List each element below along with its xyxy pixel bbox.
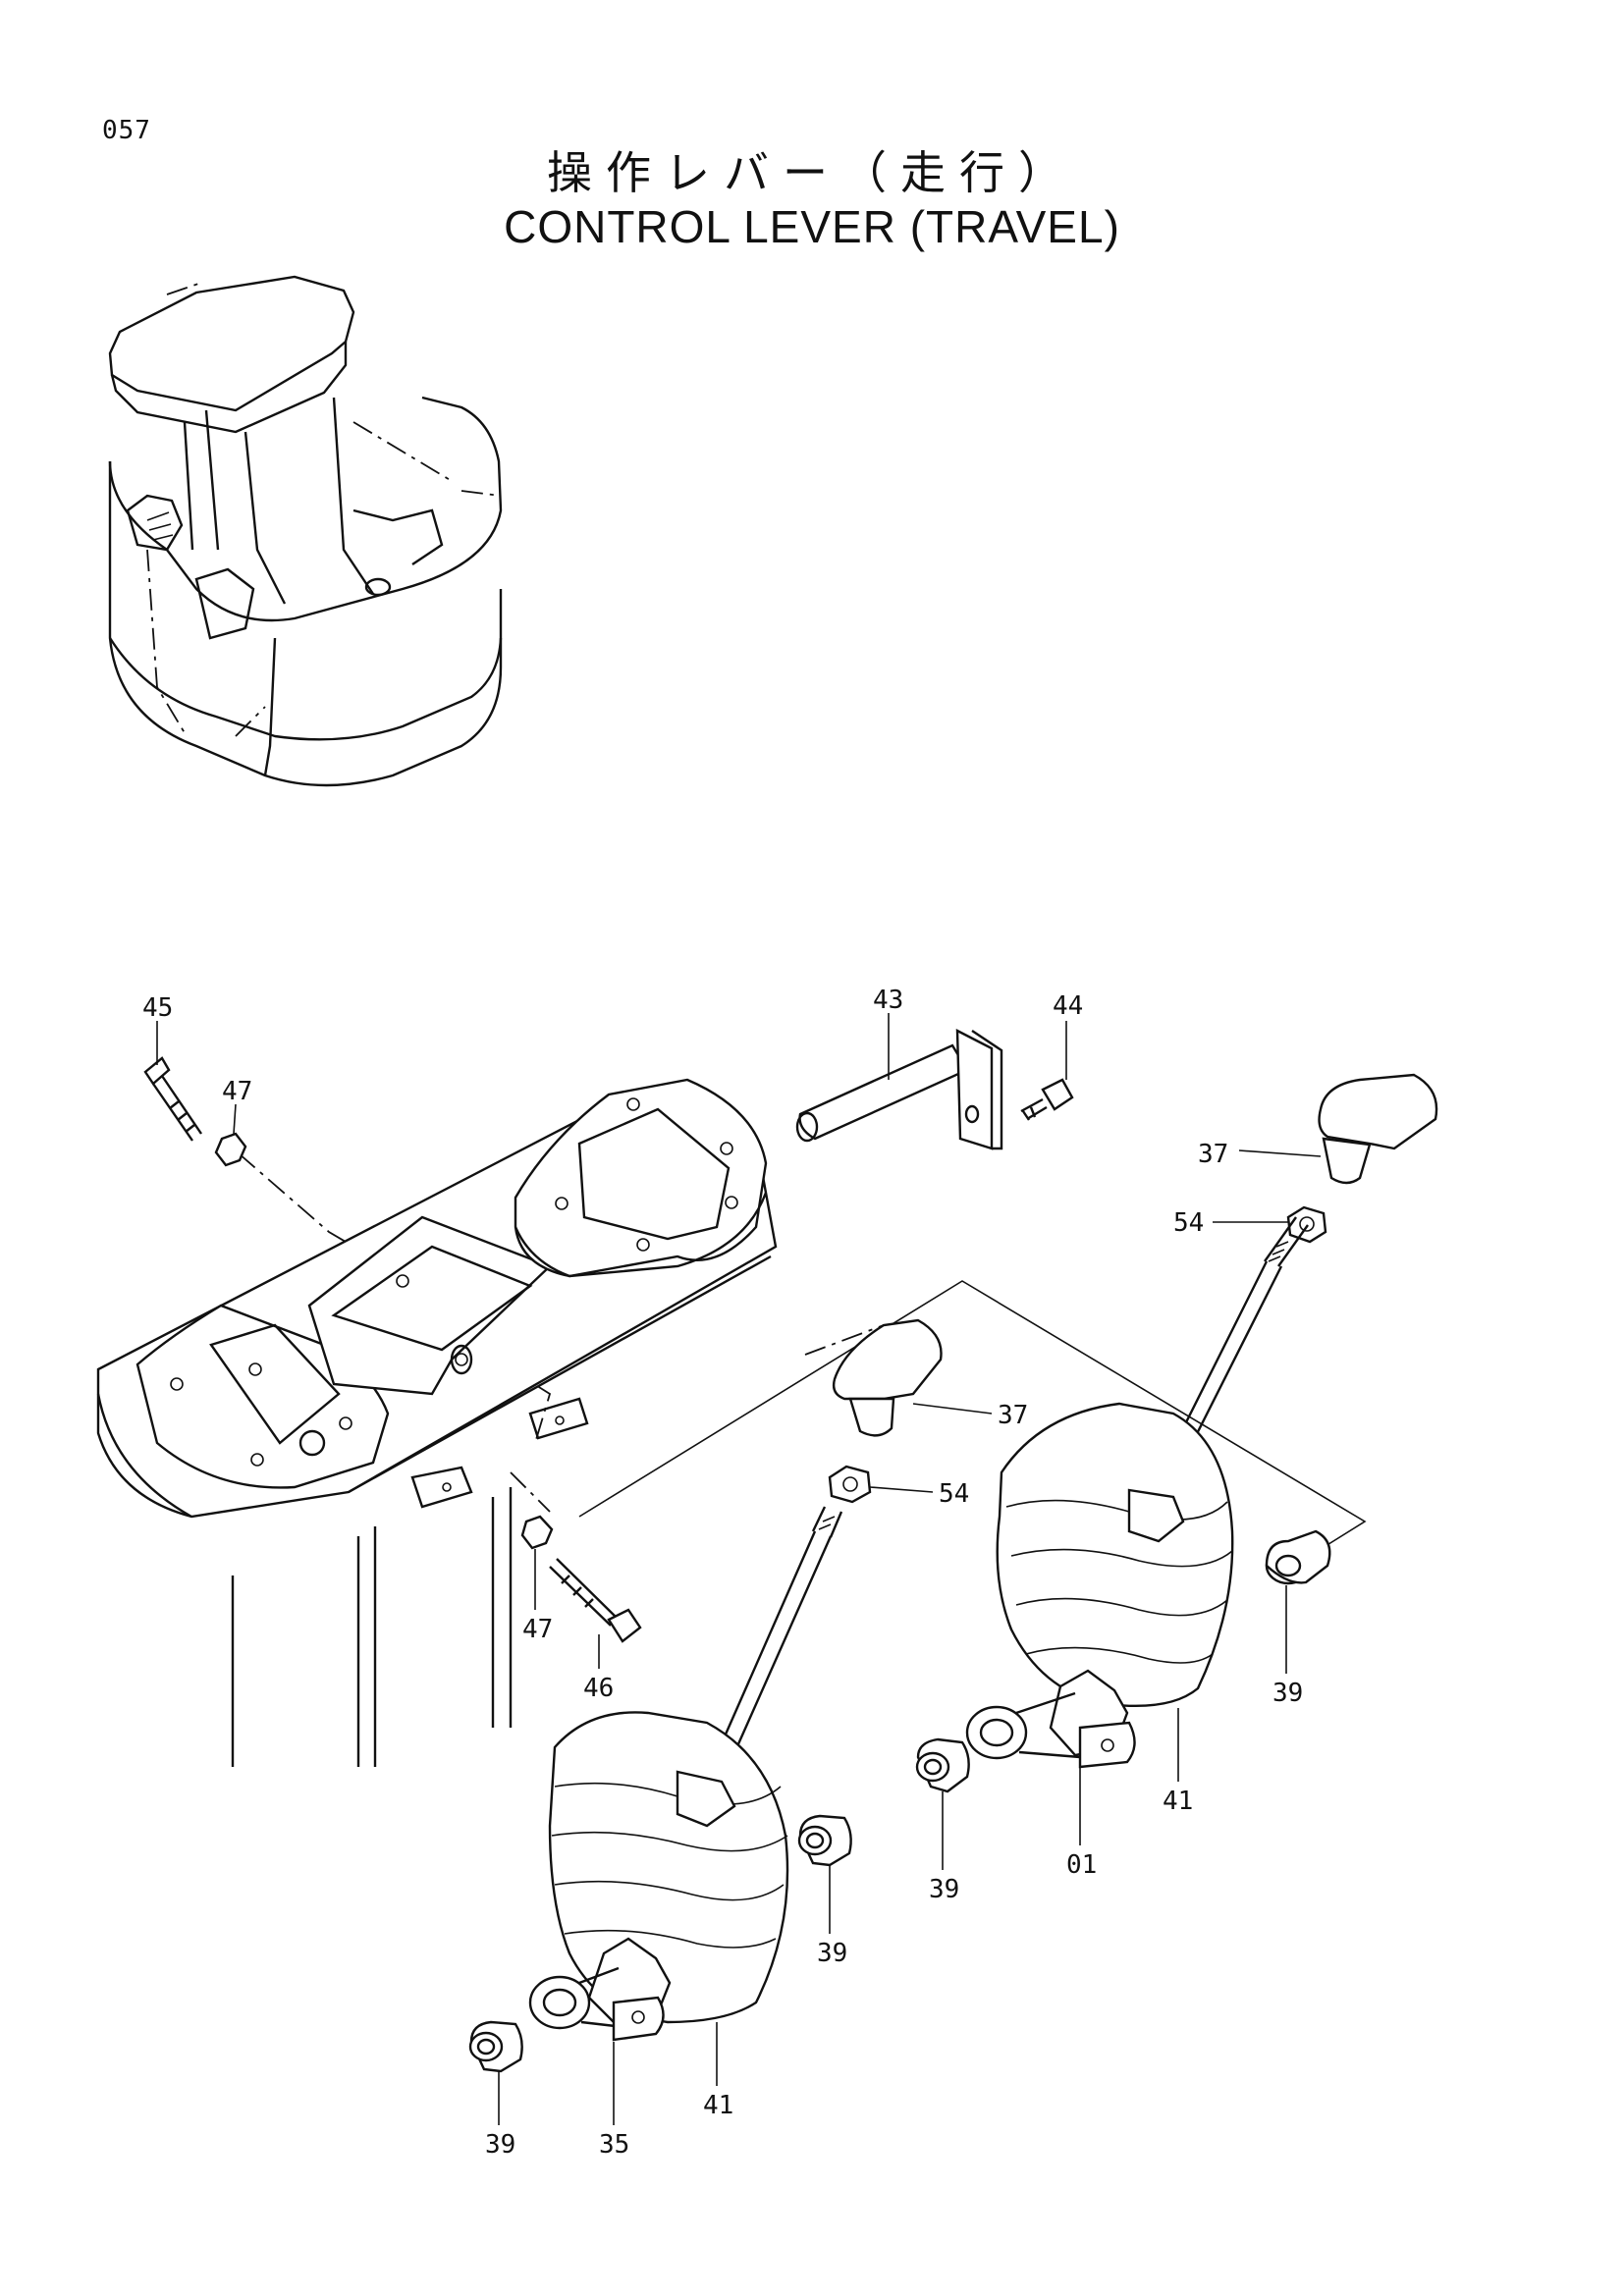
callout-43: 43 bbox=[873, 986, 903, 1015]
leader-lines bbox=[156, 1013, 1322, 2125]
bushing-39-left-mid bbox=[797, 1814, 852, 1867]
callout-41-right: 41 bbox=[1163, 1787, 1193, 1816]
bolt-46 bbox=[549, 1558, 642, 1643]
knob-37-middle bbox=[832, 1318, 943, 1437]
cab-overview-illustration bbox=[108, 275, 503, 787]
bolt-44 bbox=[1020, 1078, 1074, 1121]
nut-47-upper bbox=[214, 1132, 247, 1167]
callout-45: 45 bbox=[142, 993, 173, 1023]
bolt-45 bbox=[143, 1056, 202, 1142]
callout-54-right: 54 bbox=[1173, 1208, 1204, 1238]
callout-54-middle: 54 bbox=[939, 1479, 969, 1509]
callout-37-right: 37 bbox=[1198, 1140, 1228, 1169]
callout-labels: 45 47 43 44 37 54 37 54 47 46 39 41 01 3… bbox=[142, 986, 1303, 2160]
knob-37-right bbox=[1318, 1073, 1438, 1185]
bushing-39-mid bbox=[915, 1737, 970, 1793]
callout-39-mid: 39 bbox=[929, 1875, 959, 1904]
callout-47-upper: 47 bbox=[222, 1077, 252, 1106]
callout-39-left: 39 bbox=[485, 2130, 515, 2160]
callout-01: 01 bbox=[1066, 1850, 1097, 1880]
title-english: CONTROL LEVER (TRAVEL) bbox=[504, 201, 1120, 252]
callout-44: 44 bbox=[1053, 991, 1083, 1021]
bushing-39-right bbox=[1265, 1529, 1331, 1585]
callout-47-lower: 47 bbox=[522, 1615, 553, 1644]
nut-47-lower bbox=[520, 1515, 554, 1550]
title-japanese: 操作レバー（走行） bbox=[547, 146, 1077, 199]
lever-assembly-right bbox=[965, 1216, 1309, 1769]
bushing-39-left bbox=[468, 2020, 523, 2073]
callout-37-middle: 37 bbox=[998, 1401, 1028, 1430]
control-console-body bbox=[96, 1078, 778, 1767]
callout-46: 46 bbox=[583, 1674, 614, 1703]
pin-bracket-43 bbox=[795, 1029, 1003, 1150]
callout-39-left-mid: 39 bbox=[817, 1939, 847, 1968]
callout-41-left: 41 bbox=[703, 2091, 733, 2120]
callout-35: 35 bbox=[599, 2130, 629, 2160]
lever-assembly-left bbox=[528, 1506, 843, 2042]
nut-54-middle bbox=[828, 1465, 872, 1504]
callout-39-right: 39 bbox=[1272, 1679, 1303, 1708]
page-number: 057 bbox=[102, 116, 151, 145]
